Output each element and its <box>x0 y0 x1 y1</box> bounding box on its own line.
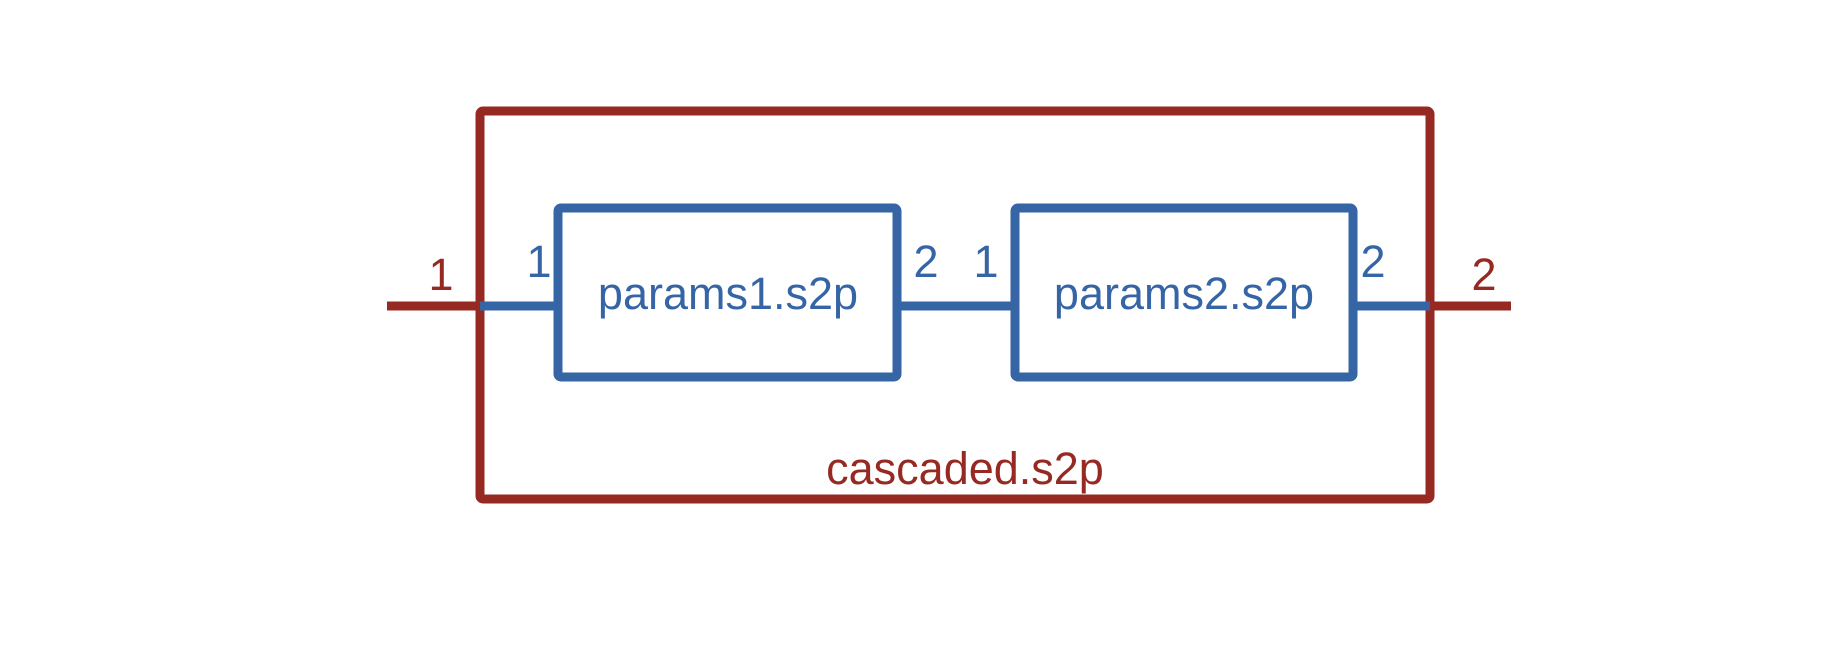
block1-port-right-number: 2 <box>913 236 938 287</box>
inner-block-1: 1 2 params1.s2p <box>480 203 939 382</box>
block1-label: params1.s2p <box>598 268 858 319</box>
inner-block-2: 1 2 params2.s2p <box>973 203 1430 382</box>
block2-port-right-number: 2 <box>1360 236 1385 287</box>
block1-frame <box>553 203 902 382</box>
outer-port-right-number: 2 <box>1471 249 1496 300</box>
block2-frame <box>1010 203 1358 382</box>
block1-port-left-number: 1 <box>526 236 551 287</box>
outer-block-label: cascaded.s2p <box>826 443 1104 494</box>
outer-port-left-number: 1 <box>428 249 453 300</box>
block2-port-left-number: 1 <box>973 236 998 287</box>
block2-label: params2.s2p <box>1054 268 1314 319</box>
